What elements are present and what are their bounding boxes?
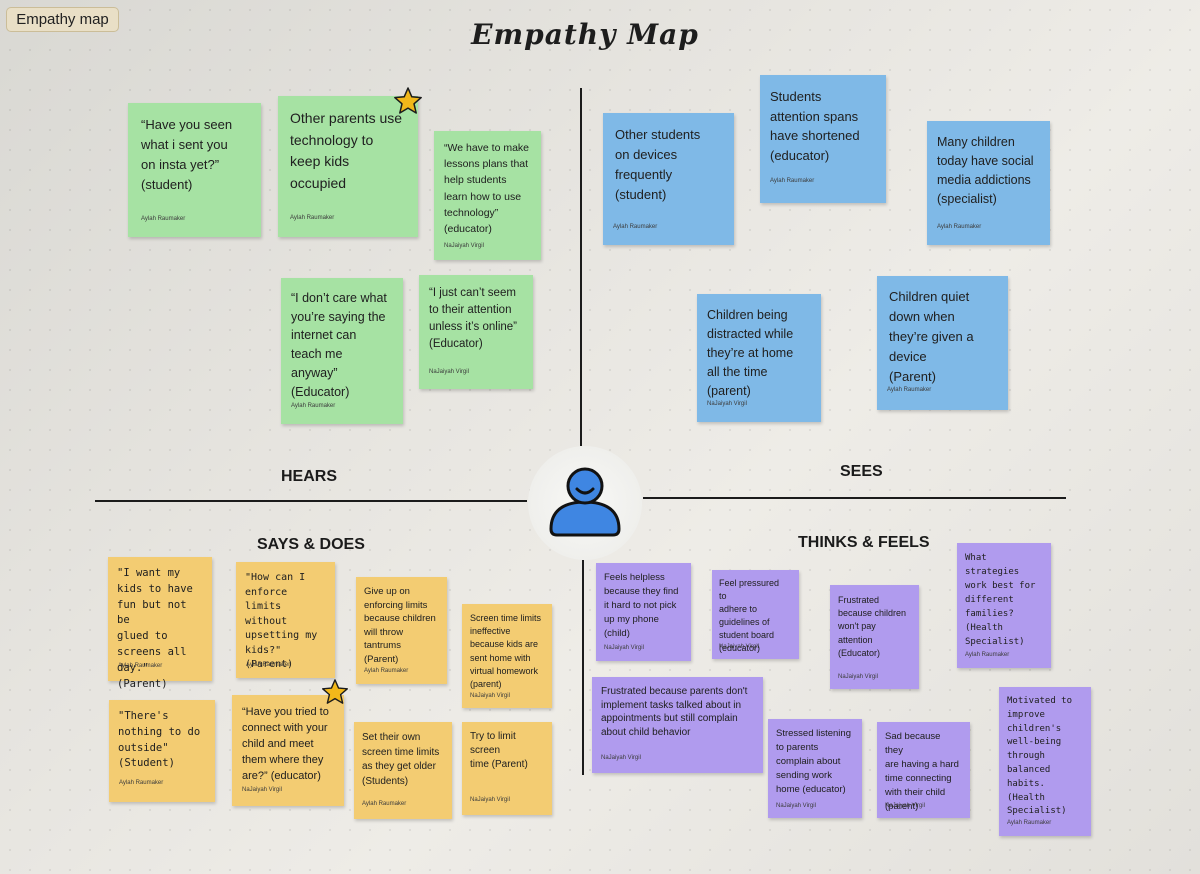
note-text: What strategies work best for different …: [965, 553, 1036, 647]
sticky-note-says-4[interactable]: Screen time limits ineffective because k…: [462, 604, 552, 708]
persona-circle[interactable]: [528, 446, 642, 560]
note-author: NaJaiyah Virgil: [707, 401, 747, 407]
sticky-note-hears-5[interactable]: “I just can’t seem to their attention un…: [419, 275, 533, 389]
note-author: Aylah Raumaker: [141, 216, 186, 222]
note-text: Screen time limits ineffective because k…: [470, 613, 542, 690]
section-label-says-does: SAYS & DOES: [257, 536, 365, 553]
note-text: “Have you seen what i sent you on insta …: [141, 117, 233, 192]
section-label-sees: SEES: [840, 463, 883, 480]
note-author: Aylah Raumaker: [119, 780, 164, 787]
note-author: NaJaiyah Virgil: [429, 369, 469, 375]
note-text: Try to limit screen time (Parent): [470, 731, 528, 770]
note-text: "How can I enforce limits without upsett…: [245, 572, 318, 670]
sticky-note-sees-5[interactable]: Children quiet down when they’re given a…: [877, 276, 1008, 410]
sticky-note-sees-2[interactable]: Students attention spans have shortened …: [760, 75, 886, 203]
note-text: "There's nothing to do outside" (Student…: [118, 710, 201, 770]
note-text: "I want my kids to have fun but not be g…: [117, 567, 193, 690]
sticky-note-thinks-6[interactable]: Stressed listening to parents complain a…: [768, 719, 862, 818]
sticky-note-thinks-7[interactable]: Sad because they are having a hard time …: [877, 722, 970, 818]
vertical-divider-bottom: [582, 560, 584, 775]
sticky-note-hears-3[interactable]: “We have to make lessons plans that help…: [434, 131, 541, 260]
note-author: NaJaiyah Virgil: [885, 803, 925, 809]
note-text: Other students on devices frequently (st…: [615, 127, 701, 202]
sticky-note-says-6[interactable]: “Have you tried to connect with your chi…: [232, 695, 344, 806]
note-author: NaJaiyah Virgil: [470, 692, 510, 699]
horizontal-divider-right: [643, 497, 1066, 499]
sticky-note-says-5[interactable]: "There's nothing to do outside" (Student…: [109, 700, 215, 802]
sticky-note-thinks-8[interactable]: Motivated to improve children's well-bei…: [999, 687, 1091, 836]
star-icon[interactable]: [321, 678, 349, 706]
note-author: Aylah Raumaker: [613, 224, 658, 230]
sticky-note-says-1[interactable]: "I want my kids to have fun but not be g…: [108, 557, 212, 690]
sticky-note-sees-1[interactable]: Other students on devices frequently (st…: [603, 113, 734, 245]
note-text: Many children today have social media ad…: [937, 135, 1034, 206]
note-text: Motivated to improve children's well-bei…: [1007, 696, 1073, 817]
note-text: Frustrated because children won't pay at…: [838, 595, 907, 658]
sticky-note-sees-4[interactable]: Children being distracted while they’re …: [697, 294, 821, 422]
sticky-note-says-8[interactable]: Try to limit screen time (Parent) NaJaiy…: [462, 722, 552, 815]
sticky-note-thinks-2[interactable]: Feel pressured to adhere to guidelines o…: [712, 570, 799, 659]
section-label-thinks-feels: THINKS & FEELS: [798, 534, 930, 551]
note-text: “I don’t care what you’re saying the int…: [291, 291, 387, 399]
note-author: Aylah Raumaker: [291, 403, 336, 410]
note-author: Aylah Raumaker: [290, 214, 335, 221]
section-label-hears: HEARS: [281, 468, 338, 485]
note-author: NaJaiyah Virgil: [444, 242, 484, 249]
note-author: Aylah Raumaker: [362, 800, 407, 807]
note-author: Aylah Raumaker: [364, 667, 409, 674]
note-text: Students attention spans have shortened …: [770, 89, 860, 163]
star-icon[interactable]: [393, 86, 423, 116]
note-author: Aylah Raumaker: [887, 387, 932, 393]
note-text: Give up on enforcing limits because chil…: [364, 586, 436, 665]
sticky-note-hears-1[interactable]: “Have you seen what i sent you on insta …: [128, 103, 261, 237]
sticky-note-hears-4[interactable]: “I don’t care what you’re saying the int…: [281, 278, 403, 424]
note-text: Children quiet down when they’re given a…: [889, 289, 974, 384]
note-author: Aylah Raumaker: [770, 177, 815, 184]
horizontal-divider-left: [95, 500, 527, 502]
note-text: Feel pressured to adhere to guidelines o…: [719, 578, 780, 653]
frame-label[interactable]: Empathy map: [6, 7, 119, 32]
sticky-note-thinks-5[interactable]: Frustrated because parents don't impleme…: [592, 677, 763, 773]
note-text: Other parents use technology to keep kid…: [290, 110, 403, 191]
sticky-note-thinks-4[interactable]: What strategies work best for different …: [957, 543, 1051, 668]
note-text: Feels helpless because they find it hard…: [604, 572, 679, 639]
note-author: NaJaiyah Virgil: [719, 644, 759, 650]
sticky-note-thinks-3[interactable]: Frustrated because children won't pay at…: [830, 585, 919, 689]
note-text: “We have to make lessons plans that help…: [444, 142, 530, 236]
note-author: Aylah Raumaker: [246, 661, 291, 668]
note-author: NaJaiyah Virgil: [776, 803, 816, 809]
board-title: Empathy Map: [471, 18, 699, 51]
vertical-divider-top: [580, 88, 582, 446]
sticky-note-says-3[interactable]: Give up on enforcing limits because chil…: [356, 577, 447, 684]
note-author: Aylah Raumaker: [118, 663, 163, 670]
sticky-note-sees-3[interactable]: Many children today have social media ad…: [927, 121, 1050, 245]
person-icon: [549, 467, 621, 537]
sticky-note-hears-2[interactable]: Other parents use technology to keep kid…: [278, 96, 418, 237]
note-text: “Have you tried to connect with your chi…: [242, 706, 329, 782]
note-text: Children being distracted while they’re …: [707, 308, 794, 398]
note-author: NaJaiyah Virgil: [601, 754, 641, 761]
note-text: “I just can’t seem to their attention un…: [429, 287, 518, 350]
sticky-note-says-2[interactable]: "How can I enforce limits without upsett…: [236, 562, 335, 678]
note-author: NaJaiyah Virgil: [604, 645, 644, 651]
note-text: Frustrated because parents don't impleme…: [601, 686, 748, 738]
note-author: Aylah Raumaker: [937, 224, 982, 230]
note-text: Set their own screen time limits as they…: [362, 732, 440, 787]
note-author: NaJaiyah Virgil: [242, 787, 282, 793]
sticky-note-says-7[interactable]: Set their own screen time limits as they…: [354, 722, 452, 819]
note-author: NaJaiyah Virgil: [838, 673, 878, 680]
note-author: Aylah Raumaker: [1007, 820, 1052, 827]
note-author: Aylah Raumaker: [965, 652, 1010, 658]
note-author: NaJaiyah Virgil: [470, 797, 510, 803]
note-text: Sad because they are having a hard time …: [885, 731, 959, 812]
note-text: Stressed listening to parents complain a…: [776, 728, 851, 795]
sticky-note-thinks-1[interactable]: Feels helpless because they find it hard…: [596, 563, 691, 661]
